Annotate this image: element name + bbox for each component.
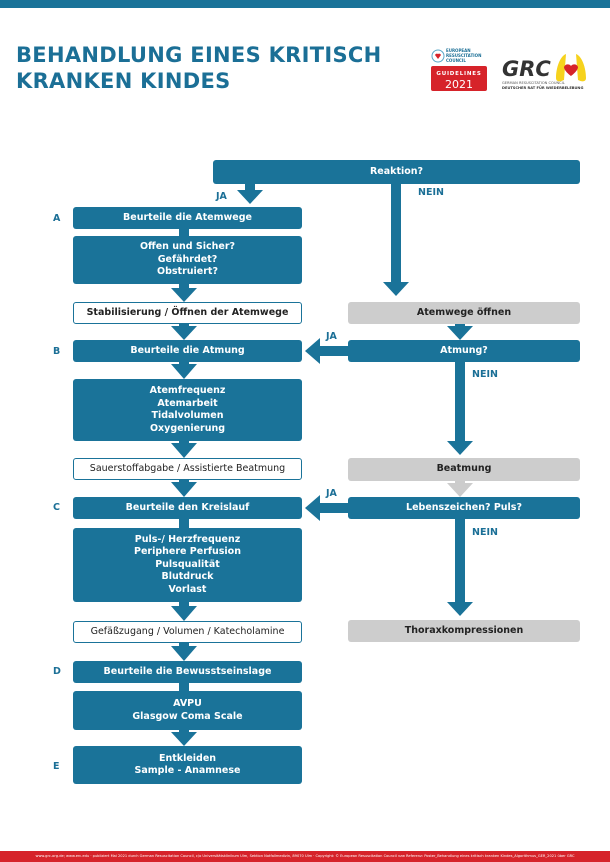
box-kreislauf-items: Puls-/ Herzfrequenz Periphere Perfusion … — [73, 528, 302, 602]
item: Atemarbeit — [157, 397, 218, 409]
svg-text:2021: 2021 — [445, 78, 473, 91]
box-text: Beurteile die Atmung — [130, 344, 245, 356]
arrow-head — [447, 602, 473, 616]
arrow-reaktion-ja — [245, 184, 255, 192]
box-atemwege-oeffnen: Atemwege öffnen — [348, 302, 580, 324]
title-line-2: KRANKEN KINDES — [16, 69, 231, 93]
connector-a — [179, 229, 189, 237]
svg-text:GUIDELINES: GUIDELINES — [436, 71, 481, 77]
label-ja: JA — [326, 488, 337, 499]
box-text: Atemwege öffnen — [416, 306, 512, 318]
top-bar — [0, 0, 610, 8]
arrow-head — [171, 646, 197, 661]
box-atmung: Beurteile die Atmung — [73, 340, 302, 362]
title-line-1: BEHANDLUNG EINES KRITISCH — [16, 43, 382, 67]
label-b: B — [53, 346, 61, 357]
box-text: Atmung? — [440, 344, 488, 356]
label-c: C — [53, 502, 60, 513]
svg-text:RESUSCITATION: RESUSCITATION — [446, 53, 481, 58]
arrow-head — [447, 326, 473, 340]
item: Atemfrequenz — [149, 385, 226, 396]
svg-text:GERMAN RESUSCITATION COUNCIL: GERMAN RESUSCITATION COUNCIL — [502, 81, 565, 85]
label-e: E — [53, 761, 60, 772]
box-text: Lebenszeichen? Puls? — [406, 501, 522, 513]
arrow-head — [171, 732, 197, 746]
box-text: Gefäßzugang / Volumen / Katecholamine — [90, 625, 285, 637]
label-a: A — [53, 213, 61, 224]
item: Periphere Perfusion — [134, 546, 241, 558]
arrow-head — [171, 364, 197, 379]
arrow-head — [171, 482, 197, 497]
box-kreislauf: Beurteile den Kreislauf — [73, 497, 302, 519]
label-ja: JA — [326, 331, 337, 342]
box-atmung-frage: Atmung? — [348, 340, 580, 362]
item: Blutdruck — [161, 571, 214, 583]
box-gefaesszugang: Gefäßzugang / Volumen / Katecholamine — [73, 621, 302, 643]
box-atemwege: Beurteile die Atemwege — [73, 207, 302, 229]
box-text: Reaktion? — [369, 165, 424, 177]
box-beatmung: Beatmung — [348, 458, 580, 481]
arrow-head — [237, 190, 263, 204]
box-lebenszeichen: Lebenszeichen? Puls? — [348, 497, 580, 519]
label-ja: JA — [216, 191, 227, 202]
item: Glasgow Coma Scale — [132, 710, 243, 722]
box-text: Thoraxkompressionen — [404, 624, 524, 636]
box-atmung-items: Atemfrequenz Atemarbeit Tidalvolumen Oxy… — [73, 379, 302, 441]
box-reaktion: Reaktion? — [213, 160, 580, 184]
item: Offen und Sicher? — [139, 241, 236, 253]
arrow-atmung-ja — [318, 346, 348, 356]
box-sauerstoff: Sauerstoffabgabe / Assistierte Beatmung — [73, 458, 302, 480]
arrow-atmung-nein — [455, 362, 465, 442]
page-title: BEHANDLUNG EINES KRITISCH KRANKEN KINDES — [16, 42, 382, 94]
item: Vorlast — [168, 583, 207, 595]
item: Entkleiden — [158, 752, 217, 764]
box-bewusstsein: Beurteile die Bewusstseinslage — [73, 661, 302, 683]
box-text: Beurteile die Atemwege — [123, 211, 252, 223]
label-nein: NEIN — [418, 187, 444, 198]
erc-guidelines-logo: EUROPEAN RESUSCITATION COUNCIL GUIDELINE… — [431, 48, 487, 91]
label-nein: NEIN — [472, 369, 498, 380]
item: AVPU — [173, 698, 202, 709]
arrow-head — [305, 338, 320, 364]
footer: www.grc-org.de; www.erc.edu · publiziert… — [0, 851, 610, 862]
box-text: Beurteile den Kreislauf — [125, 501, 250, 513]
arrow-head — [171, 288, 197, 302]
arrow-head — [171, 606, 197, 621]
box-text: Sauerstoffabgabe / Assistierte Beatmung — [89, 462, 286, 474]
box-atemwege-items: Offen und Sicher? Gefährdet? Obstruiert? — [73, 236, 302, 284]
box-text: Stabilisierung / Öffnen der Atemwege — [86, 306, 289, 318]
label-nein: NEIN — [472, 527, 498, 538]
item: Puls-/ Herzfrequenz — [134, 533, 241, 545]
arrow-head — [171, 326, 197, 340]
box-text: Beurteile die Bewusstseinslage — [103, 665, 272, 677]
svg-text:EUROPEAN: EUROPEAN — [446, 48, 471, 53]
svg-text:GRC: GRC — [502, 57, 551, 81]
item: Oxygenierung — [149, 422, 226, 434]
box-text: Beatmung — [436, 463, 492, 475]
label-d: D — [53, 666, 61, 677]
item: Obstruiert? — [157, 266, 218, 278]
arrow-head — [383, 282, 409, 296]
box-bewusstsein-items: AVPU Glasgow Coma Scale — [73, 691, 302, 730]
arrow-head — [447, 441, 473, 455]
item: Pulsqualität — [155, 558, 220, 570]
arrow-puls-nein — [455, 519, 465, 603]
svg-text:COUNCIL: COUNCIL — [446, 58, 466, 63]
arrow-puls-ja — [318, 503, 348, 513]
arrow-head — [447, 483, 473, 497]
arrow-head — [305, 495, 320, 521]
item: Sample - Anamnese — [134, 765, 241, 776]
grc-logo: GRC GERMAN RESUSCITATION COUNCIL DEUTSCH… — [502, 54, 586, 90]
box-thoraxkompressionen: Thoraxkompressionen — [348, 620, 580, 642]
arrow-head — [171, 443, 197, 458]
item: Tidalvolumen — [151, 410, 224, 421]
arrow-reaktion-nein — [391, 184, 401, 284]
svg-text:DEUTSCHER RAT FÜR WIEDERBELEBU: DEUTSCHER RAT FÜR WIEDERBELEBUNG — [502, 85, 583, 90]
box-stabilisierung: Stabilisierung / Öffnen der Atemwege — [73, 302, 302, 324]
box-exposure: Entkleiden Sample - Anamnese — [73, 746, 302, 784]
item: Gefährdet? — [157, 253, 218, 265]
